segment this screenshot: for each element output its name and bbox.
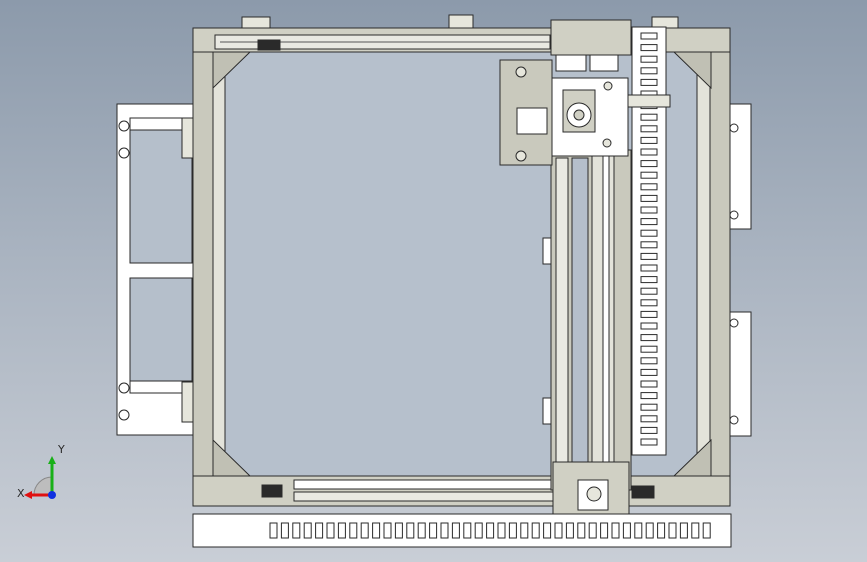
vertical-chain-link [640, 55, 658, 63]
vertical-chain-link [640, 322, 658, 330]
coordinate-triad: X Y [12, 440, 82, 510]
vertical-chain-link [640, 426, 658, 434]
vertical-chain-link [640, 334, 658, 342]
vertical-chain-link [640, 194, 658, 202]
triad-y-label: Y [58, 443, 65, 456]
chain-link [486, 522, 495, 539]
triad-x-label: X [17, 487, 25, 500]
chain-link [668, 522, 677, 539]
vertical-chain-link [640, 183, 658, 191]
chain-link [451, 522, 460, 539]
vertical-chain-link [640, 171, 658, 179]
chain-link [383, 522, 392, 539]
vertical-chain-link [640, 380, 658, 388]
vertical-chain-link [640, 345, 658, 353]
chain-link [463, 522, 472, 539]
left-mounting-plate [116, 103, 196, 436]
chain-link [417, 522, 426, 539]
chain-link [657, 522, 666, 539]
chain-link [679, 522, 688, 539]
chain-link [702, 522, 711, 539]
chain-link [588, 522, 597, 539]
vertical-chain-link [640, 113, 658, 121]
chain-link [600, 522, 609, 539]
chain-link [349, 522, 358, 539]
chain-link [634, 522, 643, 539]
vertical-chain-link [640, 218, 658, 226]
chain-link [372, 522, 381, 539]
chain-link [440, 522, 449, 539]
chain-link [303, 522, 312, 539]
vertical-chain-link [640, 299, 658, 307]
vertical-gantry-axis [542, 149, 632, 511]
chain-link [280, 522, 289, 539]
vertical-chain-link [640, 67, 658, 75]
vertical-chain-link [640, 241, 658, 249]
vertical-chain-link [640, 276, 658, 284]
vertical-chain-link [640, 78, 658, 86]
chain-link [622, 522, 631, 539]
chain-link [326, 522, 335, 539]
bottom-cable-chain [192, 513, 732, 548]
vertical-chain-link [640, 229, 658, 237]
vertical-chain-link [640, 44, 658, 52]
chain-link [543, 522, 552, 539]
vertical-chain-link [640, 392, 658, 400]
chain-link [474, 522, 483, 539]
vertical-chain-link [640, 264, 658, 272]
vertical-chain-link [640, 415, 658, 423]
bottom-carriage [257, 39, 655, 515]
chain-link [508, 522, 517, 539]
chain-link [531, 522, 540, 539]
chain-link [691, 522, 700, 539]
right-mounting-plate [728, 103, 752, 437]
chain-link [497, 522, 506, 539]
chain-link [394, 522, 403, 539]
vertical-chain-link [640, 32, 658, 40]
vertical-chain-link [640, 368, 658, 376]
chain-link [565, 522, 574, 539]
chain-link [520, 522, 529, 539]
chain-link [577, 522, 586, 539]
chain-link [315, 522, 324, 539]
vertical-chain-link [640, 357, 658, 365]
chain-link [611, 522, 620, 539]
vertical-chain-link [640, 310, 658, 318]
chain-link [360, 522, 369, 539]
chain-link [269, 522, 278, 539]
vertical-chain-link [640, 160, 658, 168]
top-carriage [499, 19, 671, 166]
vertical-chain-link [640, 148, 658, 156]
vertical-chain-link [640, 252, 658, 260]
chain-link [645, 522, 654, 539]
vertical-chain-link [640, 125, 658, 133]
chain-link [292, 522, 301, 539]
vertical-chain-link [640, 403, 658, 411]
vertical-chain-link [640, 438, 658, 446]
chain-link [429, 522, 438, 539]
vertical-chain-link [640, 136, 658, 144]
vertical-chain-link [640, 206, 658, 214]
vertical-chain-link [640, 287, 658, 295]
vertical-cable-chain [631, 26, 667, 456]
top-brackets [241, 14, 679, 29]
chain-link [337, 522, 346, 539]
chain-link [554, 522, 563, 539]
chain-link [406, 522, 415, 539]
